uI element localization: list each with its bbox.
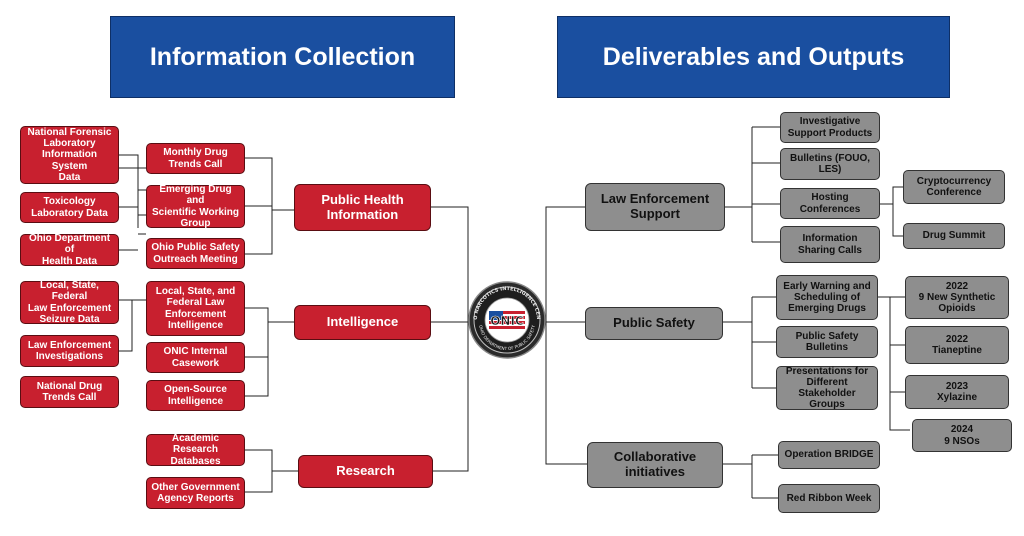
box-le-seizure-data: Local, State, Federal Law Enforcement Se…	[20, 280, 119, 325]
box-information-sharing-calls: Information Sharing Calls	[780, 226, 880, 263]
box-operation-bridge: Operation BRIDGE	[778, 441, 880, 469]
box-2022-tianeptine: 2022 Tianeptine	[905, 326, 1009, 364]
box-open-source-intelligence: Open-Source Intelligence	[146, 380, 245, 411]
box-early-warning-scheduling: Early Warning and Scheduling of Emerging…	[776, 275, 878, 320]
box-emerging-drug-working-group: Emerging Drug and Scientific Working Gro…	[146, 184, 245, 229]
box-2022-new-synthetic-opioids: 2022 9 New Synthetic Opioids	[905, 276, 1009, 319]
box-le-intelligence: Local, State, and Federal Law Enforcemen…	[146, 281, 245, 336]
box-ohio-health-data: Ohio Department of Health Data	[20, 233, 119, 267]
box-monthly-drug-trends-call: Monthly Drug Trends Call	[146, 143, 245, 174]
box-investigative-support-products: Investigative Support Products	[780, 112, 880, 143]
seal-monogram: ONIC	[490, 314, 524, 328]
box-academic-research-databases: Academic Research Databases	[146, 433, 245, 467]
box-public-safety-bulletins: Public Safety Bulletins	[776, 326, 878, 358]
box-presentations-stakeholders: Presentations for Different Stakeholder …	[776, 366, 878, 410]
box-public-health-information: Public Health Information	[294, 184, 431, 231]
box-bulletins-fouo-les: Bulletins (FOUO, LES)	[780, 148, 880, 180]
box-collaborative-initiatives: Collaborative initiatives	[587, 442, 723, 488]
box-drug-summit: Drug Summit	[903, 223, 1005, 249]
box-red-ribbon-week: Red Ribbon Week	[778, 484, 880, 513]
box-law-enforcement-support: Law Enforcement Support	[585, 183, 725, 231]
box-le-investigations: Law Enforcement Investigations	[20, 335, 119, 367]
box-ohio-public-safety-outreach: Ohio Public Safety Outreach Meeting	[146, 238, 245, 269]
box-2023-xylazine: 2023 Xylazine	[905, 375, 1009, 409]
onic-seal-logo: OHIO NARCOTICS INTELLIGENCE CENTER OHIO …	[468, 281, 546, 359]
box-intelligence: Intelligence	[294, 305, 431, 340]
box-nflis-data: National Forensic Laboratory Information…	[20, 126, 119, 184]
header-deliverables-and-outputs: Deliverables and Outputs	[557, 16, 950, 98]
box-toxicology-lab-data: Toxicology Laboratory Data	[20, 192, 119, 223]
box-2024-nsos: 2024 9 NSOs	[912, 419, 1012, 452]
box-other-government-reports: Other Government Agency Reports	[146, 477, 245, 509]
box-national-drug-trends-call: National Drug Trends Call	[20, 376, 119, 408]
box-cryptocurrency-conference: Cryptocurrency Conference	[903, 170, 1005, 204]
box-hosting-conferences: Hosting Conferences	[780, 188, 880, 219]
box-public-safety: Public Safety	[585, 307, 723, 340]
box-onic-internal-casework: ONIC Internal Casework	[146, 342, 245, 373]
box-research: Research	[298, 455, 433, 488]
header-information-collection: Information Collection	[110, 16, 455, 98]
